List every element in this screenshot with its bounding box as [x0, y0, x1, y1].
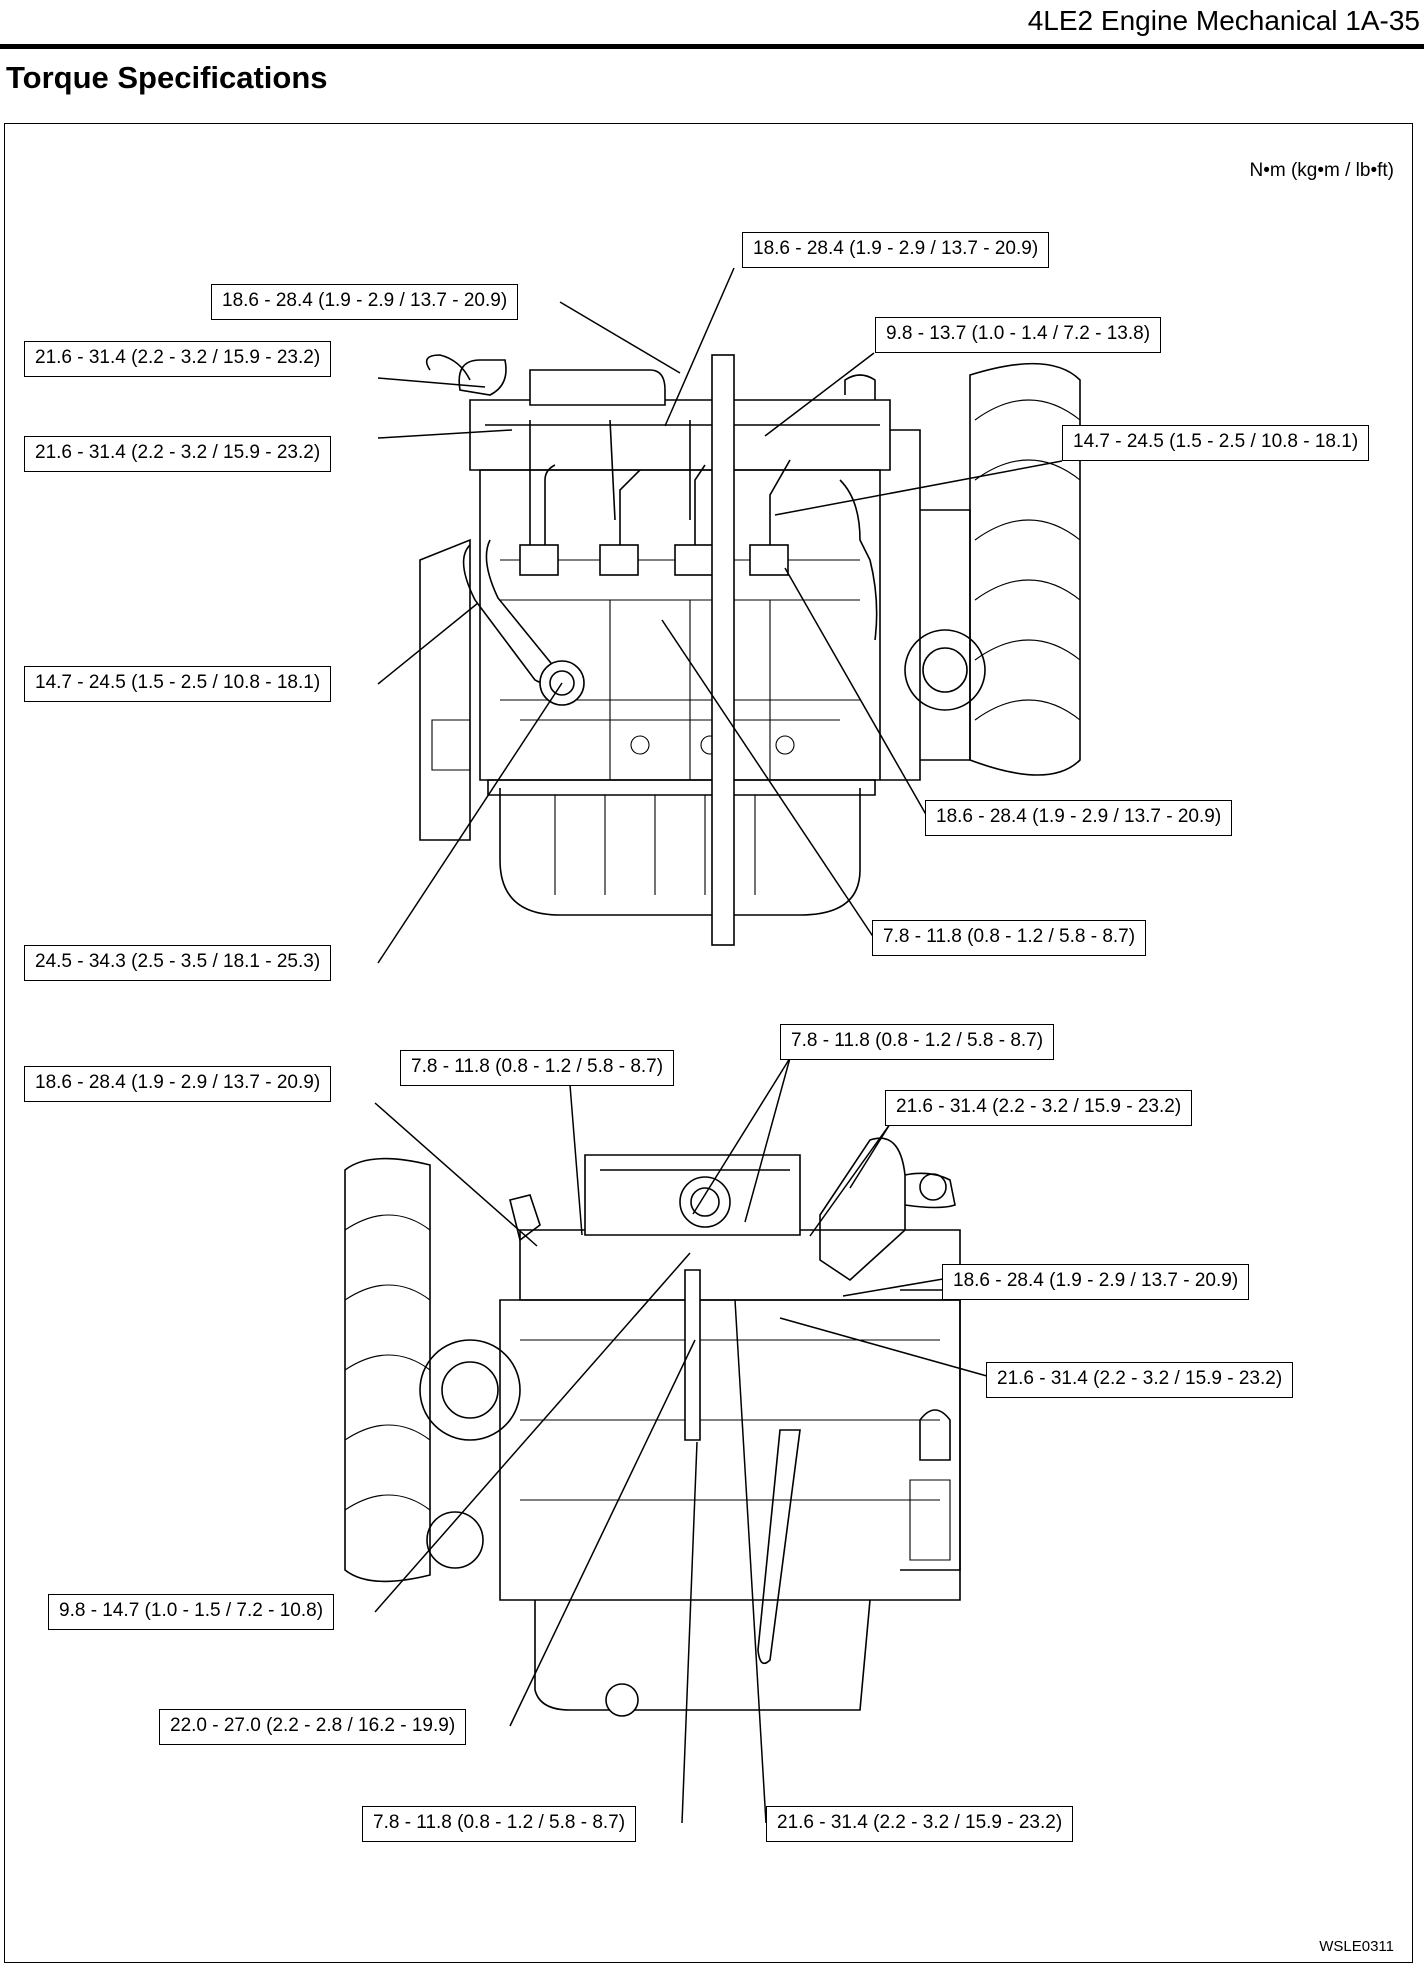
- figure-frame: [4, 123, 1413, 1963]
- torque-callout: 24.5 - 34.3 (2.5 - 3.5 / 18.1 - 25.3): [24, 945, 332, 981]
- figure-code: WSLE0311: [1319, 1938, 1394, 1955]
- torque-callout: 18.6 - 28.4 (1.9 - 2.9 / 13.7 - 20.9): [24, 1066, 332, 1102]
- torque-callout: 18.6 - 28.4 (1.9 - 2.9 / 13.7 - 20.9): [925, 800, 1233, 836]
- leader-lines: [374, 267, 1063, 1824]
- torque-callout: 9.8 - 14.7 (1.0 - 1.5 / 7.2 - 10.8): [48, 1594, 335, 1630]
- torque-callout: 18.6 - 28.4 (1.9 - 2.9 / 13.7 - 20.9): [742, 232, 1050, 268]
- torque-callout: 18.6 - 28.4 (1.9 - 2.9 / 13.7 - 20.9): [211, 284, 519, 320]
- torque-callout: 21.6 - 31.4 (2.2 - 3.2 / 15.9 - 23.2): [766, 1806, 1074, 1842]
- torque-callout: 22.0 - 27.0 (2.2 - 2.8 / 16.2 - 19.9): [159, 1709, 467, 1745]
- torque-callout: 7.8 - 11.8 (0.8 - 1.2 / 5.8 - 8.7): [362, 1806, 637, 1842]
- units-note: N•m (kg•m / lb•ft): [1249, 160, 1394, 181]
- torque-callout: 14.7 - 24.5 (1.5 - 2.5 / 10.8 - 18.1): [1062, 425, 1370, 461]
- section-title: Torque Specifications: [6, 60, 328, 95]
- torque-callout: 9.8 - 13.7 (1.0 - 1.4 / 7.2 - 13.8): [875, 317, 1162, 353]
- page-header-title: 4LE2 Engine Mechanical 1A-35: [1027, 5, 1420, 36]
- torque-callout: 14.7 - 24.5 (1.5 - 2.5 / 10.8 - 18.1): [24, 666, 332, 702]
- torque-callout: 21.6 - 31.4 (2.2 - 3.2 / 15.9 - 23.2): [24, 341, 332, 377]
- torque-callout: 21.6 - 31.4 (2.2 - 3.2 / 15.9 - 23.2): [885, 1090, 1193, 1126]
- lower-engine-drawing: [344, 1137, 961, 1717]
- torque-callout: 18.6 - 28.4 (1.9 - 2.9 / 13.7 - 20.9): [942, 1264, 1250, 1300]
- torque-callout: 7.8 - 11.8 (0.8 - 1.2 / 5.8 - 8.7): [780, 1024, 1055, 1060]
- header-rule: [0, 44, 1424, 49]
- upper-engine-drawing: [419, 354, 1081, 946]
- torque-callout: 7.8 - 11.8 (0.8 - 1.2 / 5.8 - 8.7): [872, 920, 1147, 956]
- torque-callout: 21.6 - 31.4 (2.2 - 3.2 / 15.9 - 23.2): [986, 1362, 1294, 1398]
- torque-callout: 21.6 - 31.4 (2.2 - 3.2 / 15.9 - 23.2): [24, 436, 332, 472]
- torque-callout: 7.8 - 11.8 (0.8 - 1.2 / 5.8 - 8.7): [400, 1050, 675, 1086]
